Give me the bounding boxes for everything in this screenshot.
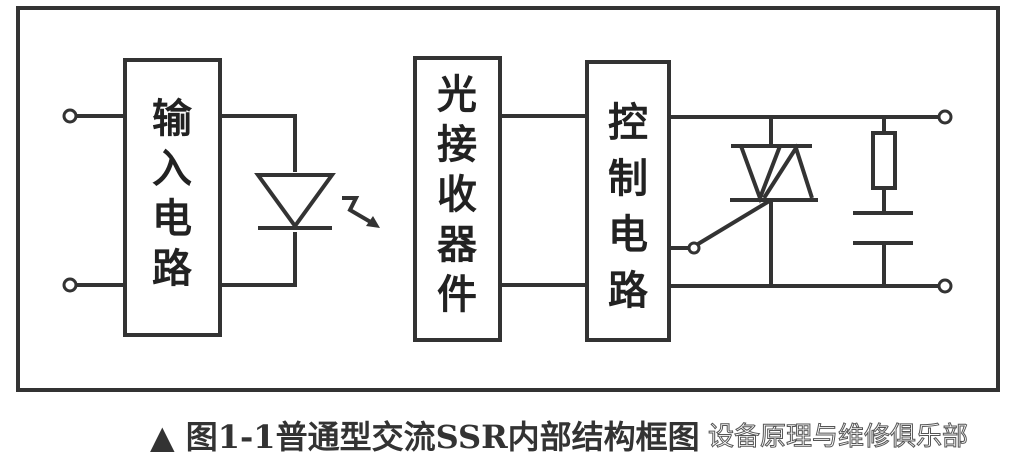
photo-receiver-block: 光 接 收 器 件 <box>413 56 502 342</box>
svg-text:入: 入 <box>152 146 192 192</box>
input-circuit-block: 输 入 电 路 <box>123 58 222 337</box>
gate-terminal <box>687 241 701 255</box>
svg-text:接: 接 <box>437 122 477 168</box>
resistor-icon <box>871 117 897 213</box>
capacitor-icon <box>853 211 913 286</box>
svg-text:件: 件 <box>437 272 477 318</box>
figure-caption: ▲ 图1-1普通型交流SSR内部结构框图 <box>150 418 700 456</box>
input-terminal-bottom <box>62 277 78 293</box>
svg-text:光: 光 <box>437 72 477 118</box>
control-circuit-block: 控 制 电 路 <box>585 60 671 342</box>
led-icon <box>254 172 336 232</box>
svg-text:器: 器 <box>437 222 478 268</box>
svg-text:制: 制 <box>608 156 648 202</box>
input-terminal-top <box>62 108 78 124</box>
svg-text:路: 路 <box>608 268 649 314</box>
output-terminal-bottom <box>937 278 953 294</box>
svg-text:控: 控 <box>608 100 648 146</box>
svg-text:输: 输 <box>152 96 193 142</box>
svg-text:收: 收 <box>437 172 477 218</box>
svg-text:电: 电 <box>152 196 192 242</box>
output-wires <box>669 109 953 294</box>
svg-text:路: 路 <box>152 246 193 292</box>
watermark: 设备原理与维修俱乐部 <box>707 422 969 453</box>
diagram-frame <box>16 6 1000 392</box>
svg-text:电: 电 <box>608 212 648 258</box>
light-emission-arrow-icon <box>342 196 380 228</box>
triac-icon <box>669 117 818 286</box>
output-terminal-top <box>937 109 953 125</box>
